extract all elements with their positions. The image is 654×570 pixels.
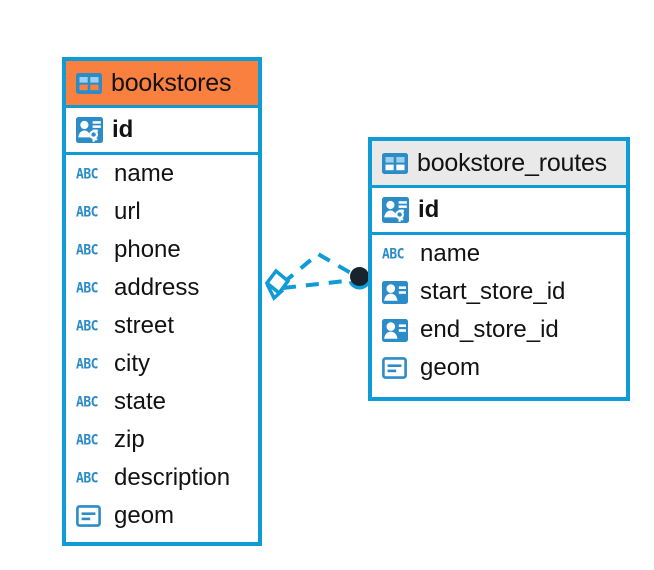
field-name: name: [420, 240, 481, 267]
foreign-key-icon: [382, 318, 411, 342]
field-row-state[interactable]: ABC state: [66, 383, 258, 421]
abc-icon: ABC: [76, 469, 98, 487]
field-name: name: [114, 160, 175, 187]
field-row-zip[interactable]: ABC zip: [66, 421, 258, 459]
geometry-icon: [382, 357, 411, 379]
abc-icon: ABC: [76, 203, 98, 221]
field-row-address[interactable]: ABC address: [66, 269, 258, 307]
abc-icon: ABC: [76, 165, 98, 183]
primary-key-icon: [382, 197, 409, 223]
field-name: street: [114, 312, 175, 339]
abc-icon: ABC: [76, 317, 98, 335]
entity-bookstores[interactable]: bookstores id: [62, 57, 262, 546]
field-row-street[interactable]: ABC street: [66, 307, 258, 345]
field-name: city: [114, 350, 150, 377]
diamond-marker[interactable]: [264, 268, 291, 301]
entity-field-section-bookstore-routes: ABC name start_store_id: [372, 235, 626, 387]
field-row-id[interactable]: id: [66, 108, 258, 152]
field-row-end-store-id[interactable]: end_store_id: [372, 311, 626, 349]
relationship-dashed-lines: [281, 251, 358, 290]
field-row-id[interactable]: id: [372, 188, 626, 232]
field-row-geom[interactable]: geom: [66, 497, 258, 535]
field-name: id: [418, 196, 440, 223]
abc-icon: ABC: [76, 355, 98, 373]
field-row-url[interactable]: ABC url: [66, 193, 258, 231]
field-name: geom: [114, 502, 175, 529]
field-name: url: [114, 198, 141, 225]
entity-key-section-bookstores: id: [66, 108, 258, 155]
field-name: description: [114, 464, 231, 491]
abc-icon: ABC: [76, 279, 98, 297]
field-row-phone[interactable]: ABC phone: [66, 231, 258, 269]
field-name: start_store_id: [420, 278, 566, 305]
foreign-key-icon: [382, 280, 411, 304]
entity-header-bookstore-routes[interactable]: bookstore_routes: [372, 141, 626, 188]
field-row-name[interactable]: ABC name: [66, 155, 258, 193]
entity-field-section-bookstores: ABC name ABC url ABC phone ABC address A…: [66, 155, 258, 535]
abc-icon: ABC: [76, 431, 98, 449]
field-row-start-store-id[interactable]: start_store_id: [372, 273, 626, 311]
field-row-geom[interactable]: geom: [372, 349, 626, 387]
table-icon: [76, 72, 102, 94]
abc-icon: ABC: [76, 241, 98, 259]
field-name: address: [114, 274, 200, 301]
field-name: id: [112, 116, 134, 143]
entity-header-bookstores[interactable]: bookstores: [66, 61, 258, 108]
entity-title: bookstore_routes: [417, 148, 607, 177]
entity-key-section-bookstore-routes: id: [372, 188, 626, 235]
geometry-icon: [76, 505, 105, 527]
field-name: zip: [114, 426, 145, 453]
table-icon: [382, 152, 408, 174]
abc-icon: ABC: [76, 393, 98, 411]
field-name: phone: [114, 236, 181, 263]
field-name: state: [114, 388, 167, 415]
field-row-name[interactable]: ABC name: [372, 235, 626, 273]
field-row-city[interactable]: ABC city: [66, 345, 258, 383]
filled-circle-marker[interactable]: [348, 267, 371, 290]
field-name: end_store_id: [420, 316, 559, 343]
entity-title: bookstores: [111, 68, 232, 97]
primary-key-icon: [76, 117, 103, 143]
field-name: geom: [420, 354, 481, 381]
entity-bookstore-routes[interactable]: bookstore_routes: [368, 137, 630, 401]
abc-icon: ABC: [382, 245, 404, 263]
field-row-description[interactable]: ABC description: [66, 459, 258, 497]
